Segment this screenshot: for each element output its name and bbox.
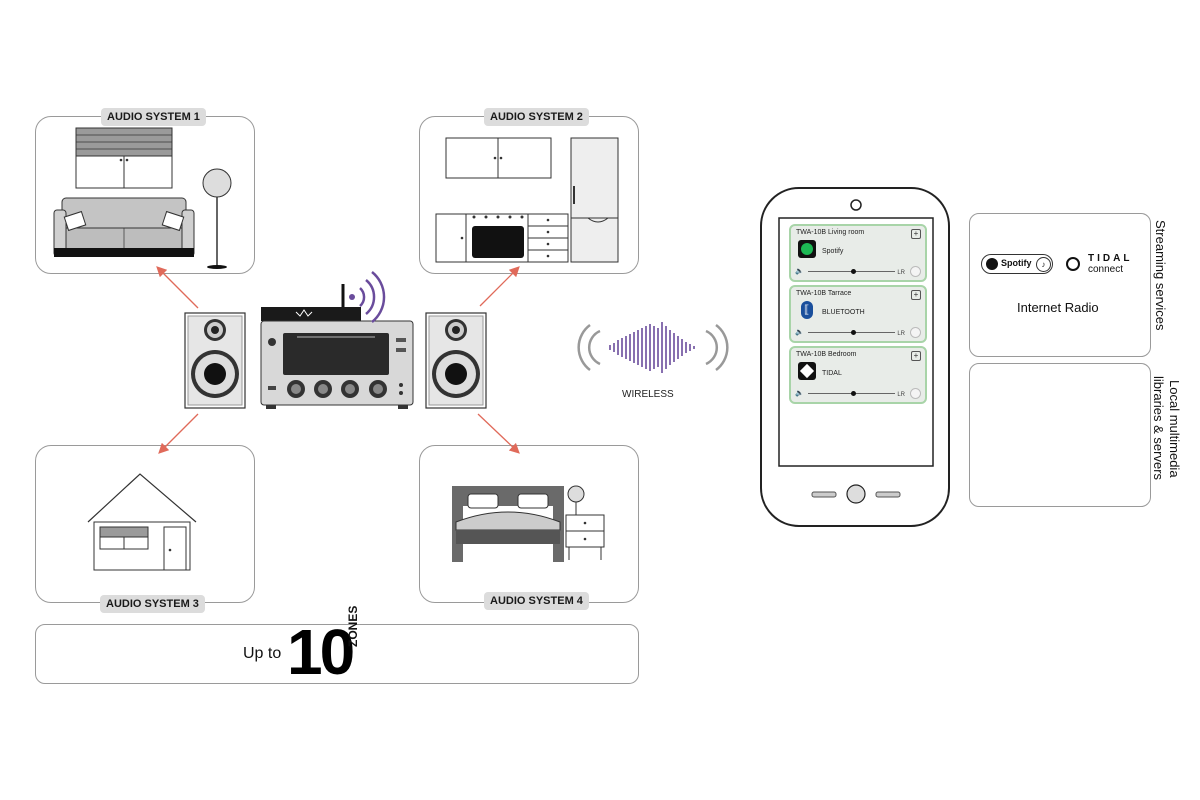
balance-knob[interactable] [910,388,921,399]
bluetooth-icon: ⟦ [801,301,813,319]
spotify-icon [798,240,816,258]
zone-card-title: TWA-10B Tarrace [796,290,852,297]
right-speaker-illustration [425,312,487,409]
balance-knob[interactable] [910,327,921,338]
kitchen-illustration [435,137,619,263]
tidal-connect-logo[interactable]: TIDAL connect [1066,253,1146,275]
amplifier-illustration [260,271,414,409]
tidal-icon [798,362,816,380]
volume-icon: 🔈 [795,390,804,397]
spotify-badge[interactable]: Spotify ♪ [981,254,1053,274]
house-illustration [87,473,197,571]
balance-label: LR [897,331,905,337]
zones-banner [35,624,639,684]
local-libraries-label-1: Local multimedia [1167,380,1182,478]
tidal-logo-line1: TIDAL [1088,253,1133,264]
speaker-icon: ♪ [1036,257,1051,272]
living-room-illustration [53,127,232,269]
volume-icon: 🔈 [795,329,804,336]
zone-card-title: TWA-10B Living room [796,229,865,236]
internet-radio-label: Internet Radio [1017,300,1099,315]
zones-prefix: Up to [243,645,282,662]
wireless-wave-icon [577,322,729,373]
balance-label: LR [897,392,905,398]
volume-slider-knob[interactable] [851,269,857,274]
streaming-services-panel [969,213,1151,357]
zone-card-title: TWA-10B Bedroom [796,351,857,358]
expand-icon[interactable]: + [911,290,921,300]
streaming-services-label: Streaming services [1153,220,1168,331]
local-libraries-label-2: libraries & servers [1151,376,1166,481]
local-libraries-panel [969,363,1151,507]
zone-card-service: Spotify [822,248,844,255]
zone-card[interactable]: TWA-10B Tarrace + ⟦ BLUETOOTH 🔈 LR [789,285,927,343]
expand-icon[interactable]: + [911,351,921,361]
zone-label-3: AUDIO SYSTEM 3 [100,595,205,613]
spotify-badge-label: Spotify [1001,258,1032,268]
zones-suffix: ZONES [346,605,360,647]
zone-card-service: BLUETOOTH [822,309,865,316]
tidal-logo-icon [1066,257,1080,271]
zone-card[interactable]: TWA-10B Living room + Spotify 🔈 LR [789,224,927,282]
balance-label: LR [897,270,905,276]
zones-number: 10 [287,616,355,688]
zone-label-1: AUDIO SYSTEM 1 [101,108,206,126]
balance-knob[interactable] [910,266,921,277]
zone-arrows [156,266,520,454]
zone-label-2: AUDIO SYSTEM 2 [484,108,589,126]
zone-label-4: AUDIO SYSTEM 4 [484,592,589,610]
expand-icon[interactable]: + [911,229,921,239]
zone-card[interactable]: TWA-10B Bedroom + TIDAL 🔈 LR [789,346,927,404]
tidal-logo-line2: connect [1088,264,1124,275]
spotify-icon [986,258,998,270]
volume-slider-knob[interactable] [851,330,857,335]
zone-card-service: TIDAL [822,370,842,377]
wireless-label: WIRELESS [622,389,674,400]
bedroom-illustration [452,485,605,562]
left-speaker-illustration [184,312,246,409]
volume-icon: 🔈 [795,268,804,275]
volume-slider-knob[interactable] [851,391,857,396]
